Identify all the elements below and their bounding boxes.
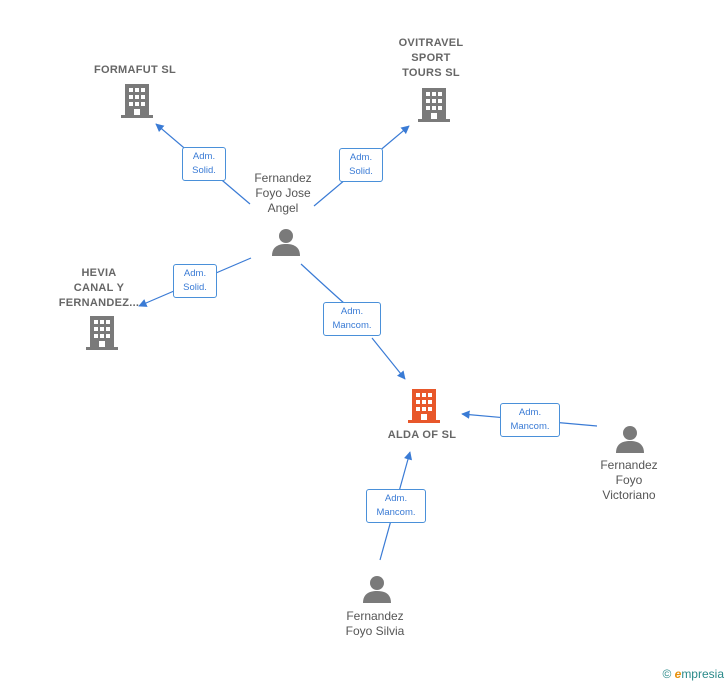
person-icon[interactable] — [615, 424, 645, 454]
node-label-jose-angel[interactable]: Fernandez Foyo Jose Angel — [254, 171, 312, 215]
building-icon[interactable] — [121, 84, 153, 118]
node-label-victoriano[interactable]: Fernandez Foyo Victoriano — [600, 458, 658, 502]
person-icon[interactable] — [271, 227, 301, 257]
node-label-hevia[interactable]: HEVIA CANAL Y FERNANDEZ... — [58, 267, 140, 309]
node-label-formafut[interactable]: FORMAFUT SL — [93, 64, 177, 76]
main-building-icon[interactable] — [408, 389, 440, 423]
person-icon[interactable] — [362, 574, 392, 604]
edge-label: Adm. Solid. — [173, 264, 217, 298]
node-label-ovitravel[interactable]: OVITRAVEL SPORT TOURS SL — [398, 37, 464, 79]
node-label-silvia[interactable]: Fernandez Foyo Silvia — [345, 609, 405, 638]
node-label-alda[interactable]: ALDA OF SL — [387, 429, 457, 441]
edge-label: Adm. Mancom. — [366, 489, 426, 523]
brand-logo-e: e — [674, 667, 682, 681]
building-icon[interactable] — [418, 88, 450, 122]
brand-footer: © empresia — [662, 667, 724, 681]
edge-label: Adm. Mancom. — [323, 302, 381, 336]
building-icon[interactable] — [86, 316, 118, 350]
copyright-symbol: © — [662, 667, 672, 681]
edge-label: Adm. Solid. — [182, 147, 226, 181]
edge-label: Adm. Mancom. — [500, 403, 560, 437]
brand-name: mpresia — [681, 667, 724, 681]
edge-label: Adm. Solid. — [339, 148, 383, 182]
